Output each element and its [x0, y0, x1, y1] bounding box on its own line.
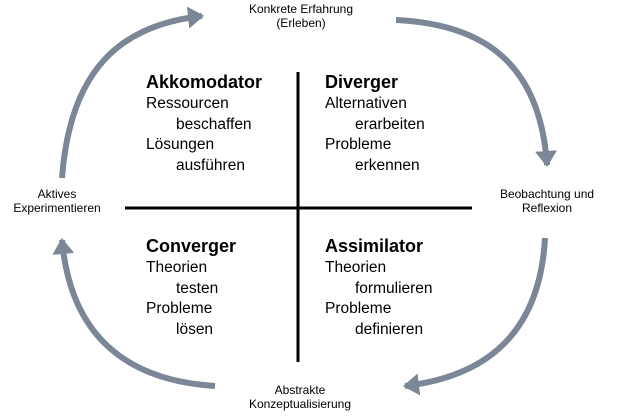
quadrant-assimilator-line-3: Probleme	[325, 300, 392, 317]
quadrant-diverger-line-3: Probleme	[325, 136, 392, 153]
node-abstract-conceptualization-line-2: Konzeptualisierung	[248, 396, 352, 411]
node-active-experimentation: Aktives Experimentieren	[2, 187, 112, 215]
node-concrete-experience-line-2: (Erleben)	[276, 15, 326, 30]
quadrant-akkomodator-line-2: beschaffen	[176, 115, 252, 133]
quadrant-akkomodator-line-4: ausführen	[176, 156, 245, 174]
node-active-experimentation-line-2: Experimentieren	[13, 200, 101, 215]
quadrant-converger-line-4: lösen	[176, 320, 214, 338]
quadrant-converger-line-2: testen	[176, 279, 219, 297]
quadrant-akkomodator-title: Akkomodator	[146, 72, 263, 92]
quadrant-converger: Converger Theorien testen Probleme lösen	[146, 235, 236, 340]
quadrant-diverger-line-4: erkennen	[355, 156, 420, 174]
cycle-arrow-bottom-right	[403, 237, 548, 396]
cycle-arrow-top-right	[395, 17, 558, 167]
node-reflective-observation-line-2: Reflexion	[521, 200, 573, 215]
quadrant-diverger-title: Diverger	[325, 72, 399, 92]
node-concrete-experience: Konkrete Erfahrung (Erleben)	[213, 2, 389, 30]
quadrant-assimilator-line-1: Theorien	[325, 259, 387, 276]
node-reflective-observation: Beobachtung und Reflexion	[482, 187, 612, 215]
quadrant-assimilator-line-4: definieren	[355, 320, 424, 338]
quadrant-diverger-line-2: erarbeiten	[355, 115, 425, 133]
cycle-arrow-top-left	[59, 6, 204, 179]
cycle-arrow-bottom-left	[52, 238, 216, 389]
quadrant-akkomodator: Akkomodator Ressourcen beschaffen Lösung…	[146, 71, 262, 176]
quadrant-converger-line-1: Theorien	[146, 259, 208, 276]
node-abstract-conceptualization: Abstrakte Konzeptualisierung	[225, 383, 375, 411]
quadrant-diverger-line-1: Alternativen	[325, 95, 407, 112]
quadrant-converger-title: Converger	[146, 236, 237, 256]
node-abstract-conceptualization-line-1: Abstrakte	[274, 383, 326, 397]
quadrant-diverger: Diverger Alternativen erarbeiten Problem…	[325, 71, 425, 176]
quadrant-akkomodator-line-1: Ressourcen	[146, 95, 229, 112]
quadrant-assimilator-line-2: formulieren	[355, 279, 433, 297]
quadrant-assimilator: Assimilator Theorien formulieren Problem…	[325, 235, 433, 340]
node-reflective-observation-line-1: Beobachtung und	[499, 187, 595, 201]
quadrant-converger-line-3: Probleme	[146, 300, 213, 317]
node-concrete-experience-line-1: Konkrete Erfahrung	[248, 2, 354, 16]
quadrant-assimilator-title: Assimilator	[325, 236, 424, 256]
node-active-experimentation-line-1: Aktives	[37, 187, 77, 201]
quadrant-akkomodator-line-3: Lösungen	[146, 136, 215, 153]
